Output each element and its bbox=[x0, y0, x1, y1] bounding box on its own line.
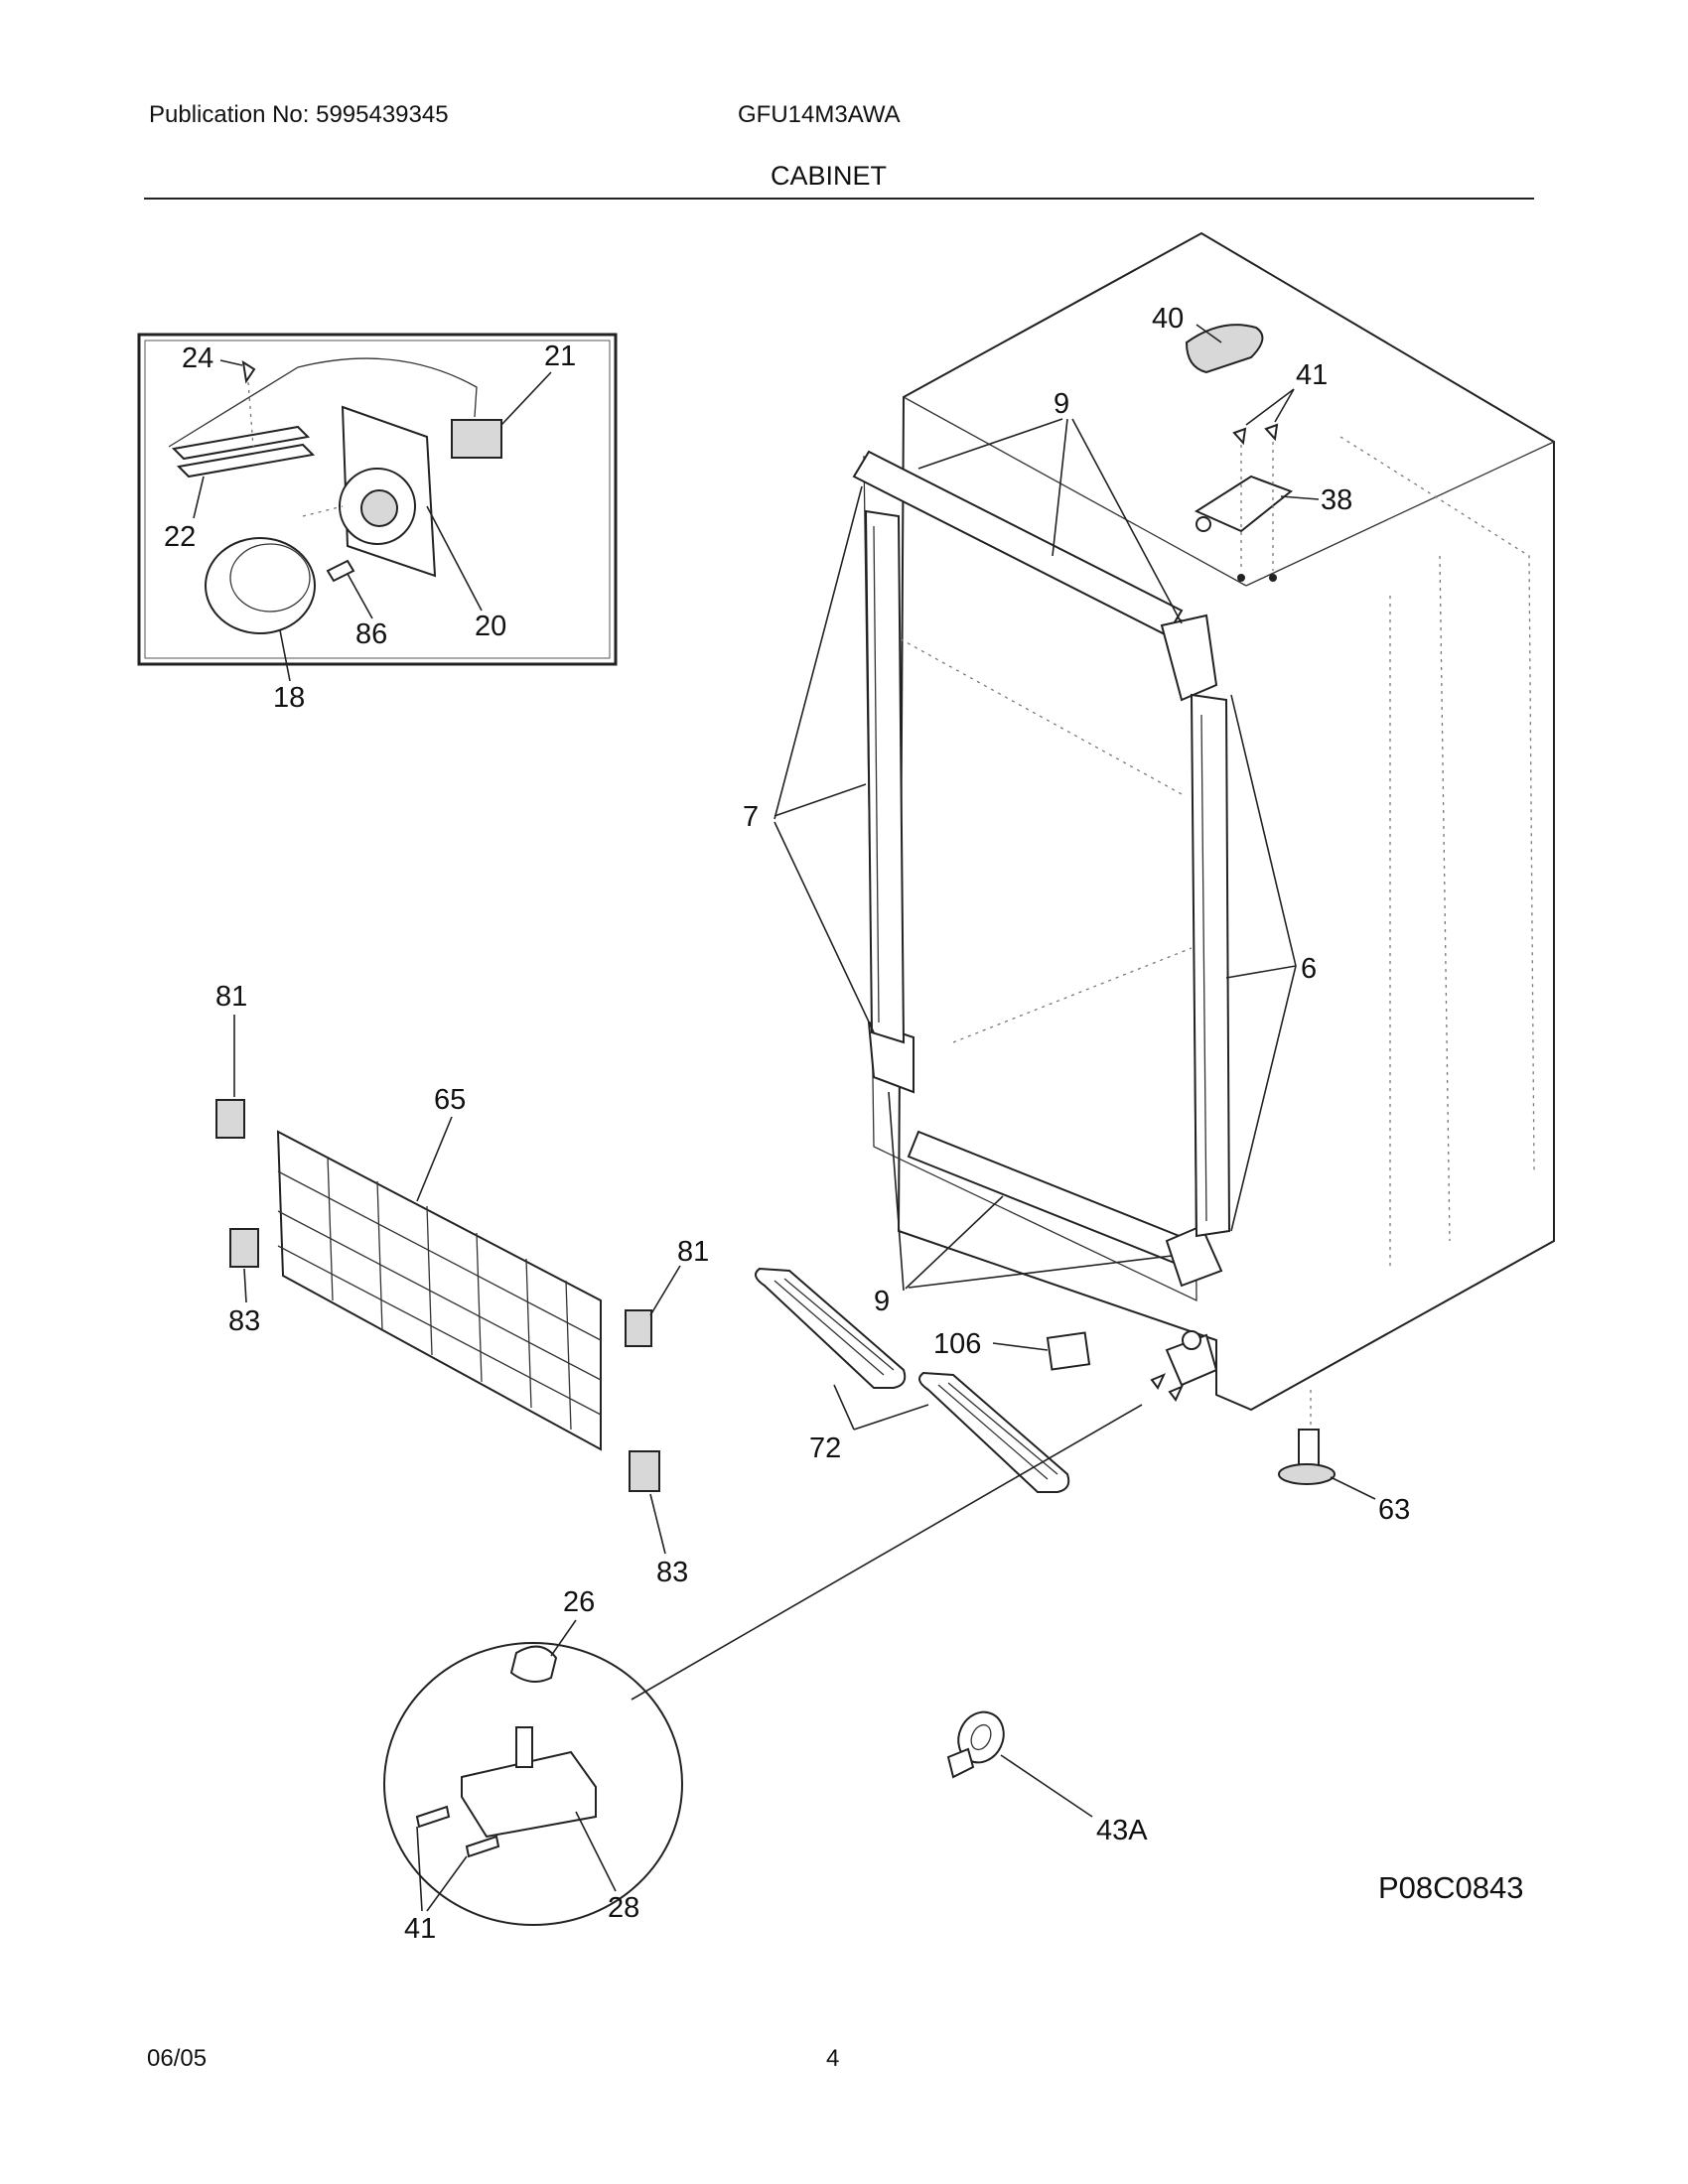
basket-supports bbox=[215, 1099, 660, 1492]
callout-86: 86 bbox=[355, 618, 387, 650]
callout-63: 63 bbox=[1378, 1494, 1410, 1526]
page-number: 4 bbox=[826, 2045, 840, 2072]
inset-callouts: 24 21 22 20 86 18 bbox=[164, 341, 576, 714]
basket-callouts: 81 65 83 81 83 bbox=[215, 981, 709, 1588]
callout-41-top: 41 bbox=[1296, 359, 1328, 391]
callout-81-left: 81 bbox=[215, 981, 247, 1013]
vent-grilles bbox=[755, 1267, 1070, 1493]
hinge-detail-circle bbox=[383, 1404, 1143, 1926]
callout-41-detail: 41 bbox=[404, 1913, 436, 1945]
clip-43a bbox=[946, 1710, 1005, 1779]
callout-21: 21 bbox=[544, 341, 576, 372]
wire-basket bbox=[276, 1130, 602, 1451]
callout-6: 6 bbox=[1301, 953, 1317, 985]
callout-83-right: 83 bbox=[656, 1557, 688, 1588]
publication-number: Publication No: 5995439345 bbox=[149, 101, 449, 128]
header-rule bbox=[144, 198, 1534, 200]
breaker-strips bbox=[852, 450, 1223, 1288]
callout-106: 106 bbox=[933, 1328, 981, 1360]
detail-callouts: 26 28 41 43A bbox=[404, 1586, 1148, 1945]
callout-40: 40 bbox=[1152, 303, 1184, 335]
callout-28: 28 bbox=[608, 1892, 639, 1924]
callout-43a: 43A bbox=[1096, 1815, 1148, 1846]
top-hinge-assembly bbox=[1185, 324, 1293, 582]
callout-18: 18 bbox=[273, 682, 305, 714]
callout-26: 26 bbox=[563, 1586, 595, 1618]
footer-date: 06/05 bbox=[147, 2045, 208, 2072]
bottom-hinge-area bbox=[1046, 1330, 1218, 1402]
leveler-leg bbox=[1278, 1390, 1336, 1485]
callout-9-top: 9 bbox=[1054, 388, 1069, 420]
diagram-code: P08C0843 bbox=[1378, 1870, 1524, 1905]
callout-83-left: 83 bbox=[228, 1305, 260, 1337]
callout-38: 38 bbox=[1321, 484, 1352, 516]
callout-65: 65 bbox=[434, 1084, 466, 1116]
callout-7: 7 bbox=[743, 801, 759, 833]
callout-22: 22 bbox=[164, 521, 196, 553]
callout-72: 72 bbox=[809, 1433, 841, 1464]
thermostat-inset bbox=[137, 333, 618, 666]
callout-81-right: 81 bbox=[677, 1236, 709, 1268]
section-title: CABINET bbox=[771, 161, 888, 191]
cabinet-callouts: 40 41 9 38 7 6 9 106 72 63 bbox=[743, 303, 1410, 1526]
side-strips bbox=[864, 509, 1231, 1238]
callout-24: 24 bbox=[182, 342, 213, 374]
model-number: GFU14M3AWA bbox=[738, 101, 901, 128]
callout-20: 20 bbox=[475, 611, 506, 642]
callout-9-bottom: 9 bbox=[874, 1286, 890, 1317]
